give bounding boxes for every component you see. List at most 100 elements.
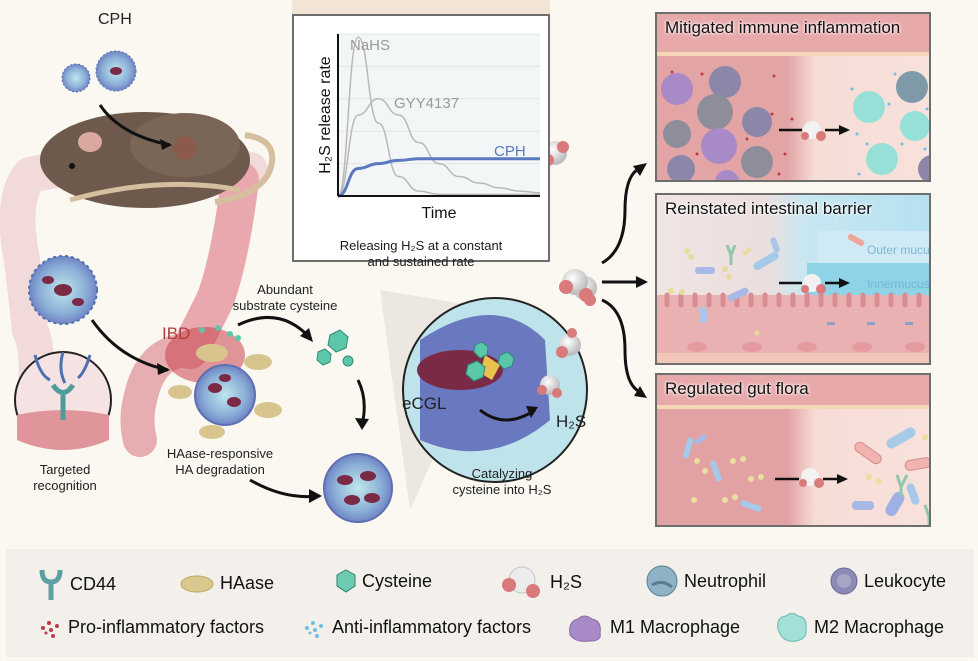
cd44-receptor-icon	[39, 569, 63, 600]
panel-intestinal-barrier: Reinstated intestinal barrier Outer mucu…	[655, 193, 931, 365]
series-label-nahs: NaHS	[350, 37, 390, 54]
catalyzing-label: Catalyzing cysteine into H₂S	[432, 466, 572, 498]
cysteine-hexagon-icon	[336, 569, 356, 593]
h2s-molecule	[537, 375, 562, 398]
h2s-molecule-icon	[502, 566, 540, 598]
degrading-nanoparticle	[194, 364, 256, 426]
ecgl-label: eCGL	[402, 394, 447, 413]
label-line: Abundant	[257, 282, 313, 297]
legend-item-leukocyte: Leukocyte	[830, 567, 946, 595]
panel-illustration	[682, 427, 929, 525]
x-axis-label: Time	[422, 205, 457, 222]
caption-line: Releasing H₂S at a constant	[339, 238, 503, 253]
legend-item-anti-inflammatory: Anti-inflammatory factors	[304, 617, 531, 638]
cysteine-molecule	[327, 329, 349, 353]
mouse	[40, 112, 276, 208]
abundant-cysteine-label: Abundant substrate cysteine	[215, 282, 355, 314]
panel-gut-flora: Regulated gut flora	[655, 373, 931, 527]
cph-nanoparticle-detail	[28, 255, 98, 325]
m2-macrophage	[853, 91, 885, 123]
colon-inflamed	[171, 161, 259, 369]
m2-macrophage-icon	[777, 613, 807, 642]
bacterium	[695, 267, 715, 274]
cysteine-arrow	[237, 315, 312, 340]
legend-item-h2s: H₂S	[500, 565, 582, 599]
outer-mucus-label: Outer mucus layer	[867, 243, 930, 257]
chart-top-band	[292, 0, 550, 14]
legend-label: Anti-inflammatory factors	[332, 617, 532, 637]
legend-item-neutrophil: Neutrophil	[646, 565, 766, 597]
inner-mucus-label: Innermucus layer	[867, 277, 930, 291]
legend-item-pro-inflammatory: Pro-inflammatory factors	[40, 617, 264, 638]
mouse-colon-illustration	[0, 50, 393, 523]
enzyme-cluster	[323, 453, 393, 523]
h2s-molecule	[556, 328, 581, 358]
m1-macrophage	[661, 73, 693, 105]
pro-inflammatory-dots-icon	[41, 620, 59, 638]
haase-enzyme	[196, 344, 228, 362]
basement-layer	[657, 353, 929, 363]
epithelium-band	[657, 14, 929, 56]
bacterium	[753, 252, 779, 270]
caption-line: and sustained rate	[367, 254, 475, 269]
label-line: HAase-responsive	[166, 446, 274, 461]
y-axis-label: H₂S release rate	[317, 56, 334, 173]
legend-item-cd44: CD44	[38, 567, 116, 601]
label-line: Targeted	[39, 462, 91, 477]
leukocyte	[709, 66, 741, 98]
legend-label: HAase	[220, 573, 275, 593]
label-line: HA degradation	[175, 462, 265, 477]
cysteine-down-arrow	[356, 379, 366, 426]
label-line: recognition	[33, 478, 97, 493]
series-line-nahs	[337, 36, 540, 197]
m1-macrophage-icon	[569, 615, 601, 642]
legend: CD44 HAase Cysteine H₂S Neutrophil Leuko…	[6, 549, 974, 657]
haase-ellipse-icon	[180, 575, 214, 592]
ecgl-enzyme	[417, 350, 503, 390]
cph-nanoparticle-large	[95, 50, 137, 92]
series-line-gyy4137	[337, 98, 541, 197]
inner-mucus-region	[807, 263, 929, 298]
h2s-molecule-center	[559, 269, 593, 302]
haase-degradation-label: HAase-responsive HA degradation	[150, 446, 290, 478]
cph-nanoparticle-small	[61, 63, 91, 93]
panel-title: Regulated gut flora	[665, 379, 809, 398]
targeted-recognition-label: Targeted recognition	[10, 462, 120, 494]
legend-item-m2-macrophage: M2 Macrophage	[774, 611, 944, 643]
panel-title: Mitigated immune inflammation	[665, 18, 901, 37]
legend-item-m1-macrophage: M1 Macrophage	[566, 611, 740, 643]
epithelium-band	[657, 375, 929, 409]
legend-label: H₂S	[550, 571, 582, 592]
targeted-recognition-inset	[14, 351, 112, 450]
degradation-arrow	[249, 478, 319, 499]
arrow-to-inflammation	[601, 166, 641, 265]
label-line: Catalyzing	[471, 466, 533, 481]
branch-arrows	[542, 141, 648, 398]
legend-label: M2 Macrophage	[814, 616, 945, 637]
arrow-to-flora	[601, 298, 641, 394]
legend-label: M1 Macrophage	[610, 616, 741, 637]
panel-immune-inflammation: Mitigated immune inflammation	[655, 12, 931, 182]
plot-area	[338, 34, 540, 196]
cph-label: CPH	[98, 11, 132, 28]
neutrophil	[697, 94, 733, 130]
ibd-label: IBD	[162, 324, 191, 343]
legend-label: Leukocyte	[864, 570, 947, 591]
injection-arrow	[98, 104, 171, 147]
panel-illustration	[661, 66, 929, 180]
panel-illustration	[664, 234, 925, 352]
series-label-cph: CPH	[494, 143, 526, 160]
legend-label: CD44	[70, 573, 117, 594]
chart-caption: Releasing H₂S at a constant and sustaine…	[294, 238, 548, 270]
leukocyte-icon	[830, 567, 858, 595]
legend-label: Neutrophil	[684, 570, 767, 591]
legend-label: Pro-inflammatory factors	[68, 617, 265, 637]
legend-label: Cysteine	[362, 570, 433, 591]
series-line-cph	[337, 157, 540, 198]
anti-inflammatory-dots-icon	[305, 620, 323, 638]
legend-item-haase: HAase	[180, 573, 274, 594]
h2s-label: H₂S	[556, 412, 587, 431]
panel-title: Reinstated intestinal barrier	[665, 199, 872, 218]
